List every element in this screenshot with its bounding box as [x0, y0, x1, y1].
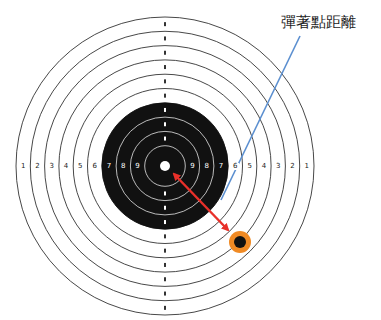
bullet-ring [229, 231, 251, 253]
axis-tick [164, 36, 166, 40]
axis-tick [164, 292, 166, 296]
distance-arrow [174, 174, 228, 230]
ring-number: 3 [275, 163, 281, 170]
target-ring [73, 74, 257, 258]
ring-number: 7 [106, 163, 112, 170]
ring-number: 5 [246, 163, 252, 170]
axis-tick [164, 108, 166, 112]
bullet-hole [234, 236, 246, 248]
ring-number: 3 [49, 163, 55, 170]
leader-line [221, 36, 300, 200]
ring-number: 5 [77, 163, 83, 170]
center-dot [160, 161, 170, 171]
ring-number: 9 [189, 163, 195, 170]
axis-tick [164, 206, 166, 210]
axis-tick [164, 94, 166, 98]
target-ring [16, 17, 314, 315]
target-ring [45, 46, 286, 287]
target-ring [59, 60, 271, 272]
ring-number: 7 [218, 163, 224, 170]
axis-tick [164, 65, 166, 69]
ring-number: 2 [289, 163, 295, 170]
callout-label: 彈著點距離 [279, 14, 358, 31]
bullseye-black [102, 103, 228, 229]
axis-tick [164, 137, 166, 141]
ring-number: 6 [232, 163, 238, 170]
ring-number: 8 [204, 163, 210, 170]
axis-tick [164, 249, 166, 253]
axis-tick [164, 263, 166, 267]
axis-tick [164, 122, 166, 126]
axis-tick [164, 79, 166, 83]
target-ring [30, 31, 299, 300]
ring-number: 1 [304, 163, 310, 170]
ring-number: 2 [34, 163, 40, 170]
axis-tick [164, 191, 166, 195]
axis-tick [164, 22, 166, 26]
axis-tick [164, 234, 166, 238]
ring-number: 9 [134, 163, 140, 170]
axis-tick [164, 277, 166, 281]
ring-number: 4 [63, 163, 69, 170]
ring-number: 8 [120, 163, 126, 170]
ring-number: 1 [20, 163, 26, 170]
axis-tick [164, 220, 166, 224]
ring-number: 6 [91, 163, 97, 170]
ring-number: 4 [261, 163, 267, 170]
target-ring [88, 89, 243, 244]
axis-tick [164, 51, 166, 55]
axis-tick [164, 306, 166, 310]
